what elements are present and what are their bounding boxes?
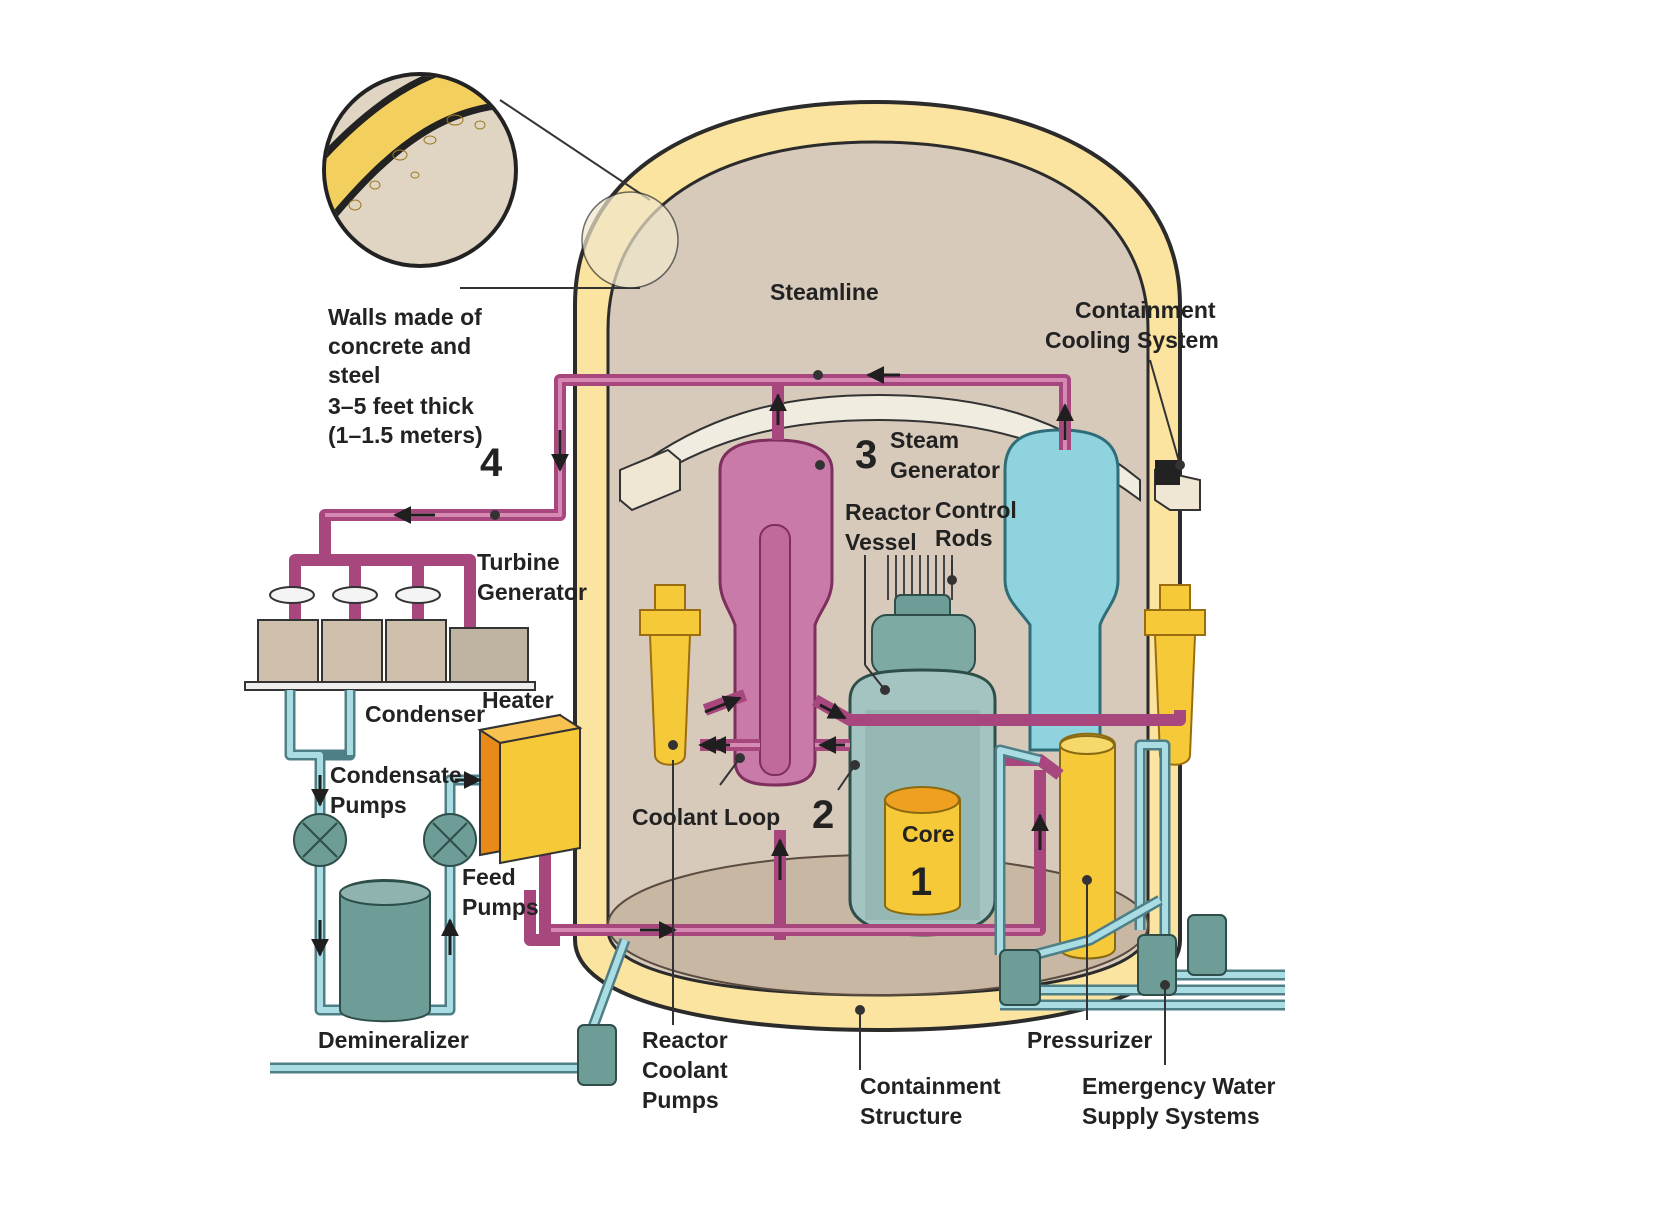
demineralizer [339, 879, 431, 1023]
number-4: 4 [480, 441, 503, 485]
number-3: 3 [855, 433, 877, 477]
walls-label-line1: Walls made of [328, 304, 482, 330]
steam-generator-label-1: Steam [890, 427, 959, 453]
condensate-pumps-label-1: Condensate [330, 762, 462, 788]
turbine-generator-label-1: Turbine [477, 549, 560, 575]
walls-label-line2: concrete and [328, 333, 471, 359]
control-rods-label-1: Control [935, 497, 1017, 523]
feed-pump [423, 813, 477, 867]
reactor-coolant-pump-left [639, 584, 701, 766]
condensate-pump [293, 813, 347, 867]
pressurizer-label: Pressurizer [1027, 1027, 1152, 1053]
reactor-vessel-label-1: Reactor [845, 499, 931, 525]
leader-lines [490, 359, 1185, 1070]
turbine-generator-label-2: Generator [477, 579, 587, 605]
reactor-coolant-pump-right [1144, 584, 1206, 766]
steamline-label: Steamline [770, 279, 879, 305]
heater [477, 713, 583, 865]
steam-generator-label-2: Generator [890, 457, 1000, 483]
demineralizer-label: Demineralizer [318, 1027, 469, 1053]
containment-structure-label-2: Structure [860, 1103, 962, 1129]
control-rods [887, 555, 953, 600]
walls-label-line4: 3–5 feet thick [328, 393, 474, 419]
emergency-water-label-1: Emergency Water [1082, 1073, 1275, 1099]
flow-arrows [311, 366, 1074, 957]
feed-pumps-label-2: Pumps [462, 894, 539, 920]
emergency-water-label-2: Supply Systems [1082, 1103, 1260, 1129]
condensate-pumps-label-2: Pumps [330, 792, 407, 818]
wall-section-inset [322, 72, 679, 289]
labels: Walls made of concrete and steel 3–5 fee… [318, 279, 1275, 1129]
containment-cooling-label-2: Cooling System [1045, 327, 1219, 353]
condenser-label: Condenser [365, 701, 485, 727]
core-label: Core [902, 821, 954, 847]
coolant-loop-label: Coolant Loop [632, 804, 780, 830]
feed-pumps-label-1: Feed [462, 864, 516, 890]
reactor-coolant-pumps-label-1: Reactor [642, 1027, 728, 1053]
pressurizer [1059, 732, 1116, 960]
reactor-coolant-pumps-label-3: Pumps [642, 1087, 719, 1113]
steam-generator [718, 438, 834, 787]
intake-pipe [270, 938, 631, 1086]
number-2: 2 [812, 793, 834, 837]
walls-label-line5: (1–1.5 meters) [328, 422, 483, 448]
walls-label-line3: steel [328, 362, 380, 388]
containment-structure-label-1: Containment [860, 1073, 1001, 1099]
heater-label: Heater [482, 687, 554, 713]
emergency-water-systems [994, 739, 1285, 1011]
turbine-generator [244, 586, 536, 691]
reactor-vessel-label-2: Vessel [845, 529, 917, 555]
number-1: 1 [910, 860, 932, 904]
containment-cooling-label-1: Containment [1075, 297, 1216, 323]
steam-generator-right [1003, 428, 1120, 752]
control-rods-label-2: Rods [935, 525, 993, 551]
reactor-coolant-pumps-label-2: Coolant [642, 1057, 728, 1083]
